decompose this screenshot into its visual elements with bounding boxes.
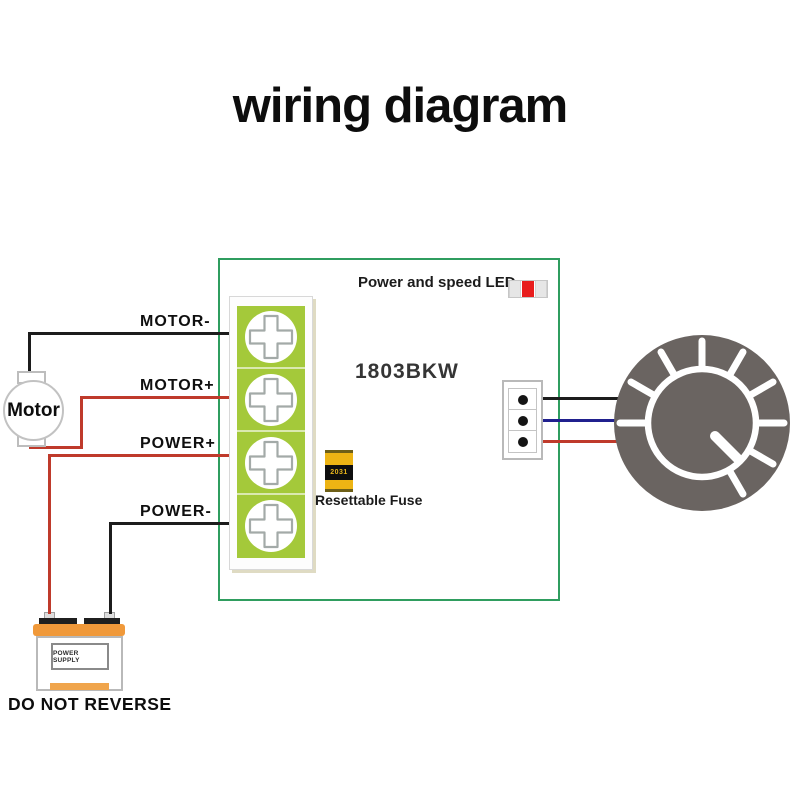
terminal-power-minus: [237, 495, 305, 558]
label-power-plus: POWER+: [140, 435, 216, 452]
connector-pin-3: [509, 431, 536, 452]
wire-power-minus: [109, 522, 233, 525]
label-motor-plus: MOTOR+: [140, 377, 215, 394]
fuse-caption: Resettable Fuse: [315, 492, 423, 508]
power-supply-body: POWER SUPPLY: [36, 636, 123, 691]
wire-pot-black: [522, 397, 672, 400]
pin-dot: [518, 437, 528, 447]
pin-dot: [518, 395, 528, 405]
do-not-reverse-warning: DO NOT REVERSE: [8, 694, 172, 714]
led-icon: [508, 280, 548, 298]
knob-ring: [644, 365, 760, 481]
power-supply-label: POWER SUPPLY: [53, 649, 80, 664]
battery-terminal-positive: [39, 618, 77, 627]
led-end-left: [509, 281, 521, 297]
connector-pin-1: [509, 389, 536, 410]
wire-power-plus: [48, 454, 233, 457]
speed-knob-icon: [614, 335, 790, 511]
led-red-center: [522, 281, 534, 297]
terminal-motor-plus: [237, 369, 305, 432]
screw-terminal-icon: [245, 500, 297, 552]
terminal-motor-minus: [237, 306, 305, 369]
motor-label: Motor: [7, 399, 60, 421]
wire-motor-plus-vertical: [80, 396, 83, 449]
wire-motor-minus: [28, 332, 233, 335]
motor: Motor: [3, 380, 64, 441]
wire-motor-plus-bottom: [29, 446, 83, 449]
wire-pot-blue: [522, 419, 672, 422]
terminal-power-plus: [237, 432, 305, 495]
screw-terminal-icon: [245, 311, 297, 363]
knob-pointer: [710, 431, 743, 464]
page-title: wiring diagram: [232, 79, 569, 133]
terminal-block: [237, 306, 305, 558]
battery-bottom-strip: [50, 683, 109, 690]
wire-pot-red: [522, 440, 672, 443]
wire-power-plus-vertical: [48, 454, 51, 614]
wire-power-minus-vertical: [109, 522, 112, 614]
connector-pin-2: [509, 410, 536, 431]
board-model-number: 1803BKW: [355, 360, 459, 383]
label-motor-minus: MOTOR-: [140, 313, 211, 330]
knob-tick-marks: [616, 337, 788, 498]
potentiometer-connector: [502, 380, 543, 460]
wire-motor-minus-vertical: [28, 334, 31, 374]
screw-terminal-icon: [245, 437, 297, 489]
battery-cap: [33, 624, 125, 636]
fuse-code: 2031: [330, 469, 348, 476]
led-end-right: [535, 281, 547, 297]
connector-body: [508, 388, 537, 453]
power-supply-label-box: POWER SUPPLY: [51, 643, 109, 670]
fuse-band: 2031: [325, 465, 353, 480]
resettable-fuse-icon: 2031: [325, 450, 353, 492]
led-caption: Power and speed LED: [358, 274, 516, 291]
screw-terminal-icon: [245, 374, 297, 426]
wire-motor-plus: [80, 396, 233, 399]
knob-base: [614, 335, 790, 511]
battery-terminal-negative: [84, 618, 120, 627]
pin-dot: [518, 416, 528, 426]
label-power-minus: POWER-: [140, 503, 212, 520]
